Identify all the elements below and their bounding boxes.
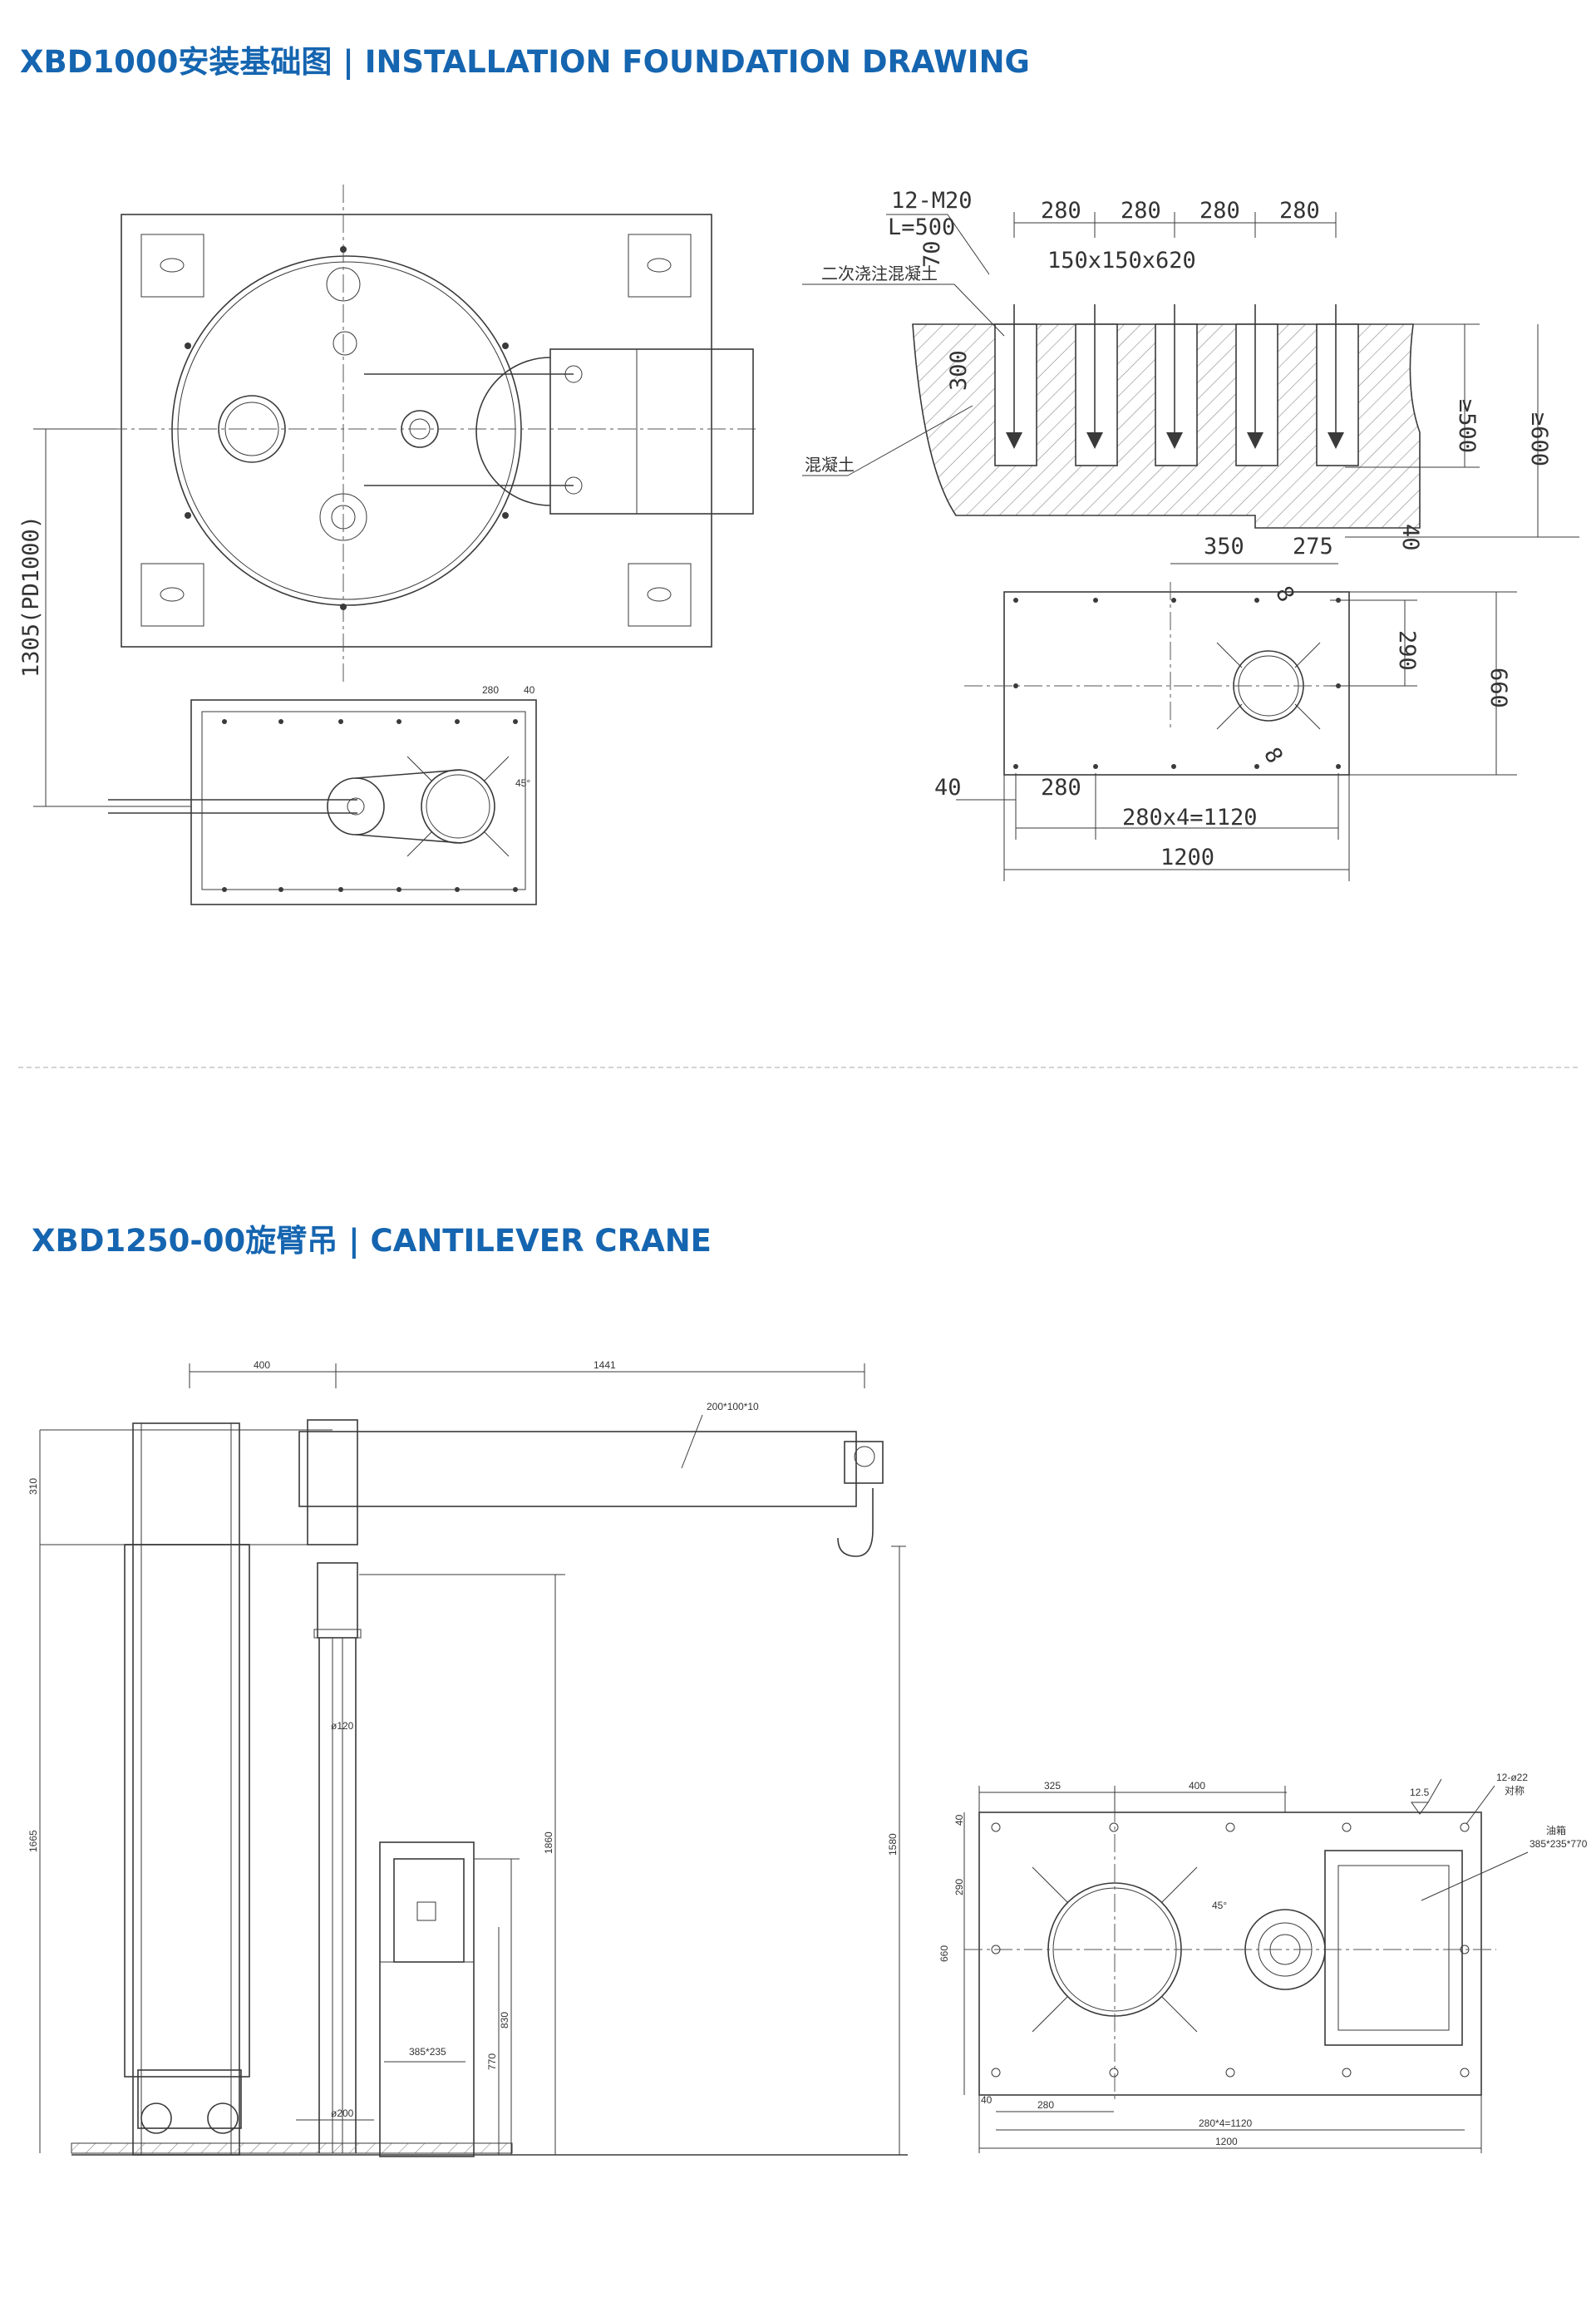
beam-spec: 200*100*10 [707,1401,759,1412]
dim-280-c: 280 [1199,198,1240,224]
dim-70: 70 [919,240,945,268]
dim-830: 830 [499,2012,510,2028]
tank-size: 385*235*770 [1530,1838,1588,1850]
dim-40-bottom: 40 [981,2094,993,2106]
pump-box-size: 385*235 [409,2046,446,2058]
dim-280-a: 280 [1041,198,1081,224]
dim-phi200: ø200 [331,2107,354,2119]
dim-660-plan: 660 [938,1945,950,1962]
dim-40-side: 40 [953,1814,965,1826]
dim-280-plan: 280 [1041,775,1081,801]
pocket-size: 150x150x620 [1047,248,1196,274]
dim-280-b: 280 [1121,198,1161,224]
dim-280-small: 280 [482,684,499,696]
crane-elevation: 400 1441 310 1665 200*100*10 ø120 ø200 [27,1359,908,2157]
dim-1200-plan: 1200 [1215,2136,1238,2147]
section-title-cantilever: XBD1250-00旋臂吊 | CANTILEVER CRANE [32,1223,712,1259]
dim-290-plan: 290 [953,1879,965,1895]
label-secondary-pour: 二次浇注混凝土 [821,264,938,283]
tank-label: 油箱 [1546,1824,1566,1836]
dim-1860: 1860 [543,1831,554,1854]
dim-1305: 1305(PD1000) [18,515,44,678]
dim-660: 660 [1485,668,1511,708]
foundation-plan-view: 350 275 290 660 8 8 40 280 280x4=1120 12… [934,534,1517,881]
dim-40-small: 40 [524,684,535,696]
bolt-spec: 12-M20 [891,188,973,214]
dim-290: 290 [1394,630,1420,671]
dim-300: 300 [946,350,972,391]
dim-500: ≥500 [1454,399,1480,453]
bolt-length: L=500 [888,214,955,240]
dim-1120: 280x4=1120 [1122,805,1258,831]
angle-45-small: 45° [515,777,530,789]
dim-310: 310 [27,1478,39,1495]
dim-8-bottom: 8 [1259,743,1288,768]
dim-40-plan: 40 [934,775,962,801]
dim-40-top: 40 [1397,524,1423,551]
dim-1441: 1441 [594,1359,616,1371]
plan-view-top: 1305(PD1000) [18,185,756,807]
label-concrete: 混凝土 [805,455,855,475]
dim-phi120: ø120 [331,1720,354,1732]
roughness-value: 12.5 [1410,1787,1430,1798]
dim-8-top: 8 [1270,582,1299,607]
dim-275: 275 [1293,534,1333,559]
dim-1580: 1580 [887,1833,899,1856]
dim-350: 350 [1204,534,1244,559]
section-divider [18,1067,1578,1068]
crane-base-plan: 45° 325 400 40 290 660 40 280 280*4=11 [938,1772,1588,2153]
dim-1200: 1200 [1160,845,1214,870]
dim-400-elev: 400 [254,1359,270,1371]
section-title-installation: XBD1000安装基础图 | INSTALLATION FOUNDATION D… [20,44,1030,80]
dim-280-plan-b: 280 [1037,2099,1054,2111]
angle-45-plan: 45° [1212,1900,1227,1911]
dim-600: ≥600 [1526,412,1552,466]
hole-spec: 12-ø22 [1496,1772,1528,1783]
foundation-section-view: 280 280 280 280 150x150x620 12-M20 L=500… [802,188,1579,551]
dim-1120-plan: 280*4=1120 [1199,2117,1253,2129]
dim-400-plan: 400 [1189,1780,1205,1792]
dim-280-d: 280 [1279,198,1320,224]
plan-view-base: 45° 280 40 [108,684,537,905]
dim-325: 325 [1044,1780,1061,1792]
dim-1665: 1665 [27,1830,39,1852]
dim-770: 770 [486,2053,498,2070]
symmetry-note: 对称 [1505,1785,1525,1797]
